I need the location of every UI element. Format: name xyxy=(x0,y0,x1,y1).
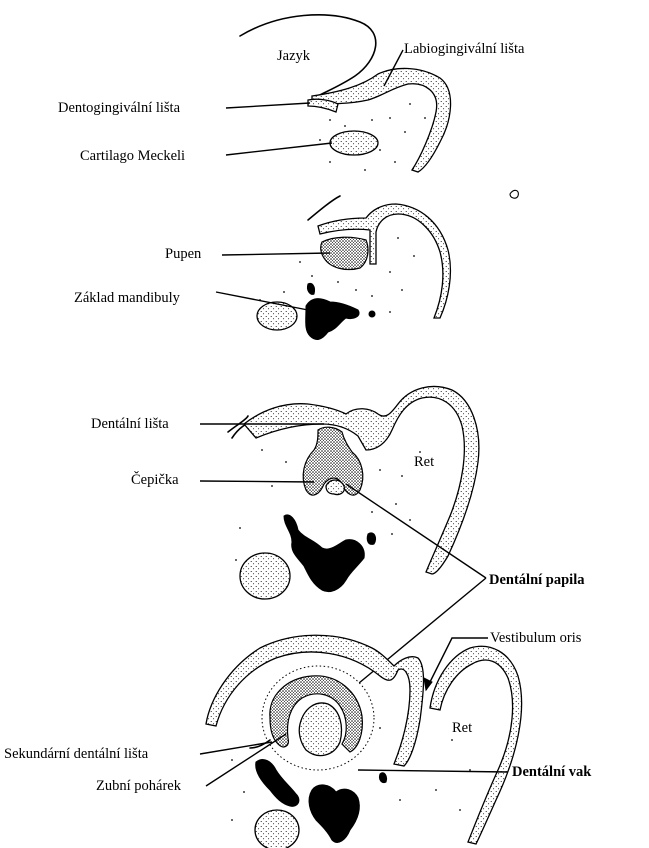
stage-2-bud: Pupen Základ mandibuly xyxy=(74,196,450,339)
stray-mark xyxy=(510,190,518,198)
label-ret-2: Ret xyxy=(452,720,472,736)
label-dentalni-lista: Dentální lišta xyxy=(91,416,169,432)
label-zaklad: Základ mandibuly xyxy=(74,290,181,306)
oral-epithelium-2 xyxy=(308,196,340,220)
leader-pupen xyxy=(222,253,330,255)
leader-vak xyxy=(358,770,508,772)
leader-cartilago xyxy=(226,143,332,155)
label-vak: Dentální vak xyxy=(512,764,592,780)
label-dentalni-papila: Dentální papila xyxy=(489,572,585,588)
mandible-bone-3 xyxy=(284,515,376,592)
label-vestibulum: Vestibulum oris xyxy=(490,630,582,646)
labiogingival-ridge-shape xyxy=(312,68,451,172)
dental-papilla-3 xyxy=(326,480,344,495)
meckel-cartilage-3 xyxy=(240,553,290,599)
mandible-base-bone xyxy=(306,283,375,339)
label-cartilago: Cartilago Meckeli xyxy=(80,148,185,164)
meckel-cartilage-4 xyxy=(255,810,299,848)
leader-sekundarni xyxy=(200,742,272,754)
label-dentogingival: Dentogingivální lišta xyxy=(58,100,181,116)
label-jazyk: Jazyk xyxy=(277,48,311,64)
lip-ridge-4 xyxy=(430,646,522,844)
leader-cepicka xyxy=(200,481,314,482)
label-labiogingival: Labiogingivální lišta xyxy=(404,41,525,57)
stage-4-bell: Vestibulum oris Ret Sekundární dentální … xyxy=(4,630,592,848)
meckel-cartilage-shape xyxy=(330,131,378,155)
stage-3-cap: Dentální lišta Ret Čepička xyxy=(91,386,479,599)
label-ret-1: Ret xyxy=(414,454,434,470)
dental-papilla-4 xyxy=(299,703,341,756)
leader-dentogingival xyxy=(226,103,310,108)
label-pohar: Zubní pohárek xyxy=(96,778,182,794)
stage-1-dental-lamina: Jazyk Labiogingivální lišta Dentogingivá… xyxy=(58,15,525,172)
label-pupen: Pupen xyxy=(165,246,202,262)
label-sekundarni: Sekundární dentální lišta xyxy=(4,746,149,762)
label-cepicka: Čepička xyxy=(131,471,179,488)
